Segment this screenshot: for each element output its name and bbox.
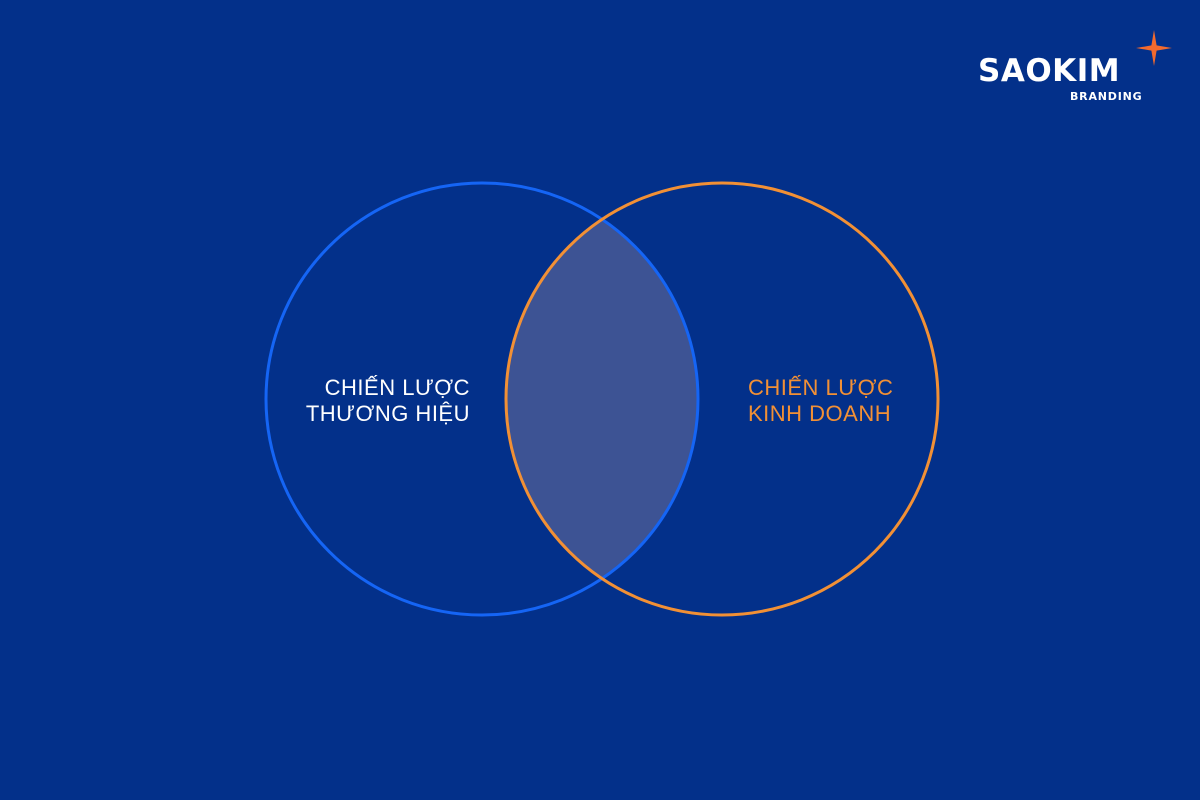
business-strategy-label: CHIẾN LƯỢC KINH DOANH xyxy=(748,375,968,427)
logo-wordmark: SAOKIM xyxy=(978,53,1121,89)
brand-strategy-label: CHIẾN LƯỢC THƯƠNG HIỆU xyxy=(250,375,470,427)
brand-strategy-label-line1: CHIẾN LƯỢC xyxy=(324,375,470,400)
four-point-star-icon xyxy=(1136,30,1172,66)
brand-strategy-label-line2: THƯƠNG HIỆU xyxy=(305,401,470,426)
brand-strategy-circle xyxy=(264,181,700,617)
business-strategy-label-line1: CHIẾN LƯỢC xyxy=(748,375,894,400)
logo-subtitle: BRANDING xyxy=(1070,90,1143,103)
overlap-region xyxy=(506,183,698,615)
business-strategy-circle xyxy=(504,181,940,617)
saokim-logo: SAOKIM BRANDING xyxy=(978,28,1178,108)
business-strategy-label-line2: KINH DOANH xyxy=(748,401,892,426)
